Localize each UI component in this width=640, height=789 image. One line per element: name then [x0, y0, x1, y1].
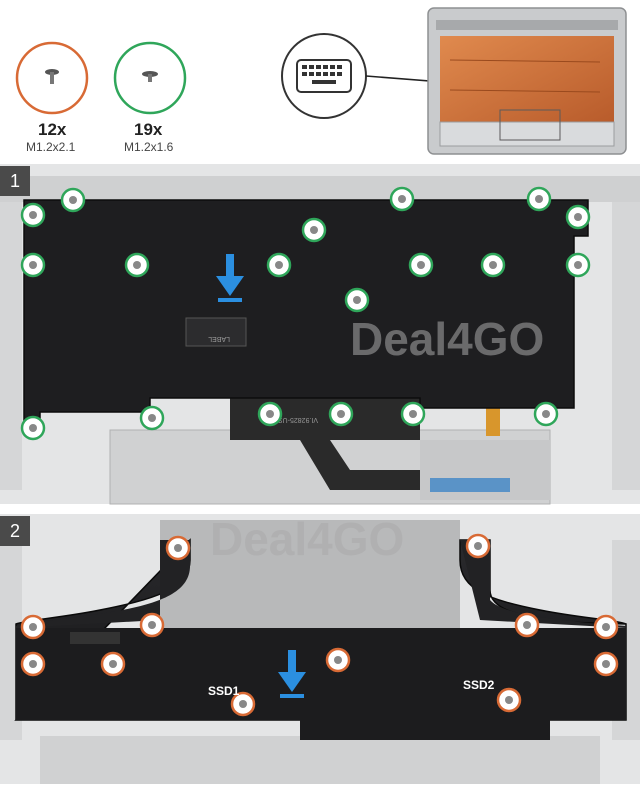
- watermark-1: Deal4GO: [350, 313, 545, 365]
- screw-legend-green: [113, 41, 187, 115]
- screw-legend-orange: [15, 41, 89, 115]
- label-tag: LABEL: [208, 335, 230, 342]
- screw-heads-green: [29, 195, 582, 432]
- screw-size-green: M1.2x1.6: [124, 140, 174, 154]
- screw-size-orange: M1.2x2.1: [26, 140, 76, 154]
- screw-heads-orange: [29, 542, 610, 708]
- watermark-2: Deal4GO: [210, 513, 405, 565]
- laptop-thumbnail: [427, 7, 627, 155]
- ssd2-label: SSD2: [463, 678, 495, 692]
- screw-icon: [45, 69, 59, 84]
- ssd1-label: SSD1: [208, 684, 240, 698]
- step-number-2: 2: [1, 517, 29, 545]
- screw-icon: [142, 71, 158, 82]
- step-number-1: 1: [1, 167, 29, 195]
- orange-screws: [20, 533, 619, 717]
- arrow-down-icon: [216, 254, 244, 302]
- panel-2: [0, 514, 640, 784]
- screw-count-orange: 12x: [38, 120, 67, 139]
- screw-count-green: 19x: [134, 120, 163, 139]
- arrow-down-icon: [278, 650, 306, 698]
- keyboard-icon: [281, 33, 367, 119]
- keyboard-code: VI.92825-US: [278, 416, 318, 423]
